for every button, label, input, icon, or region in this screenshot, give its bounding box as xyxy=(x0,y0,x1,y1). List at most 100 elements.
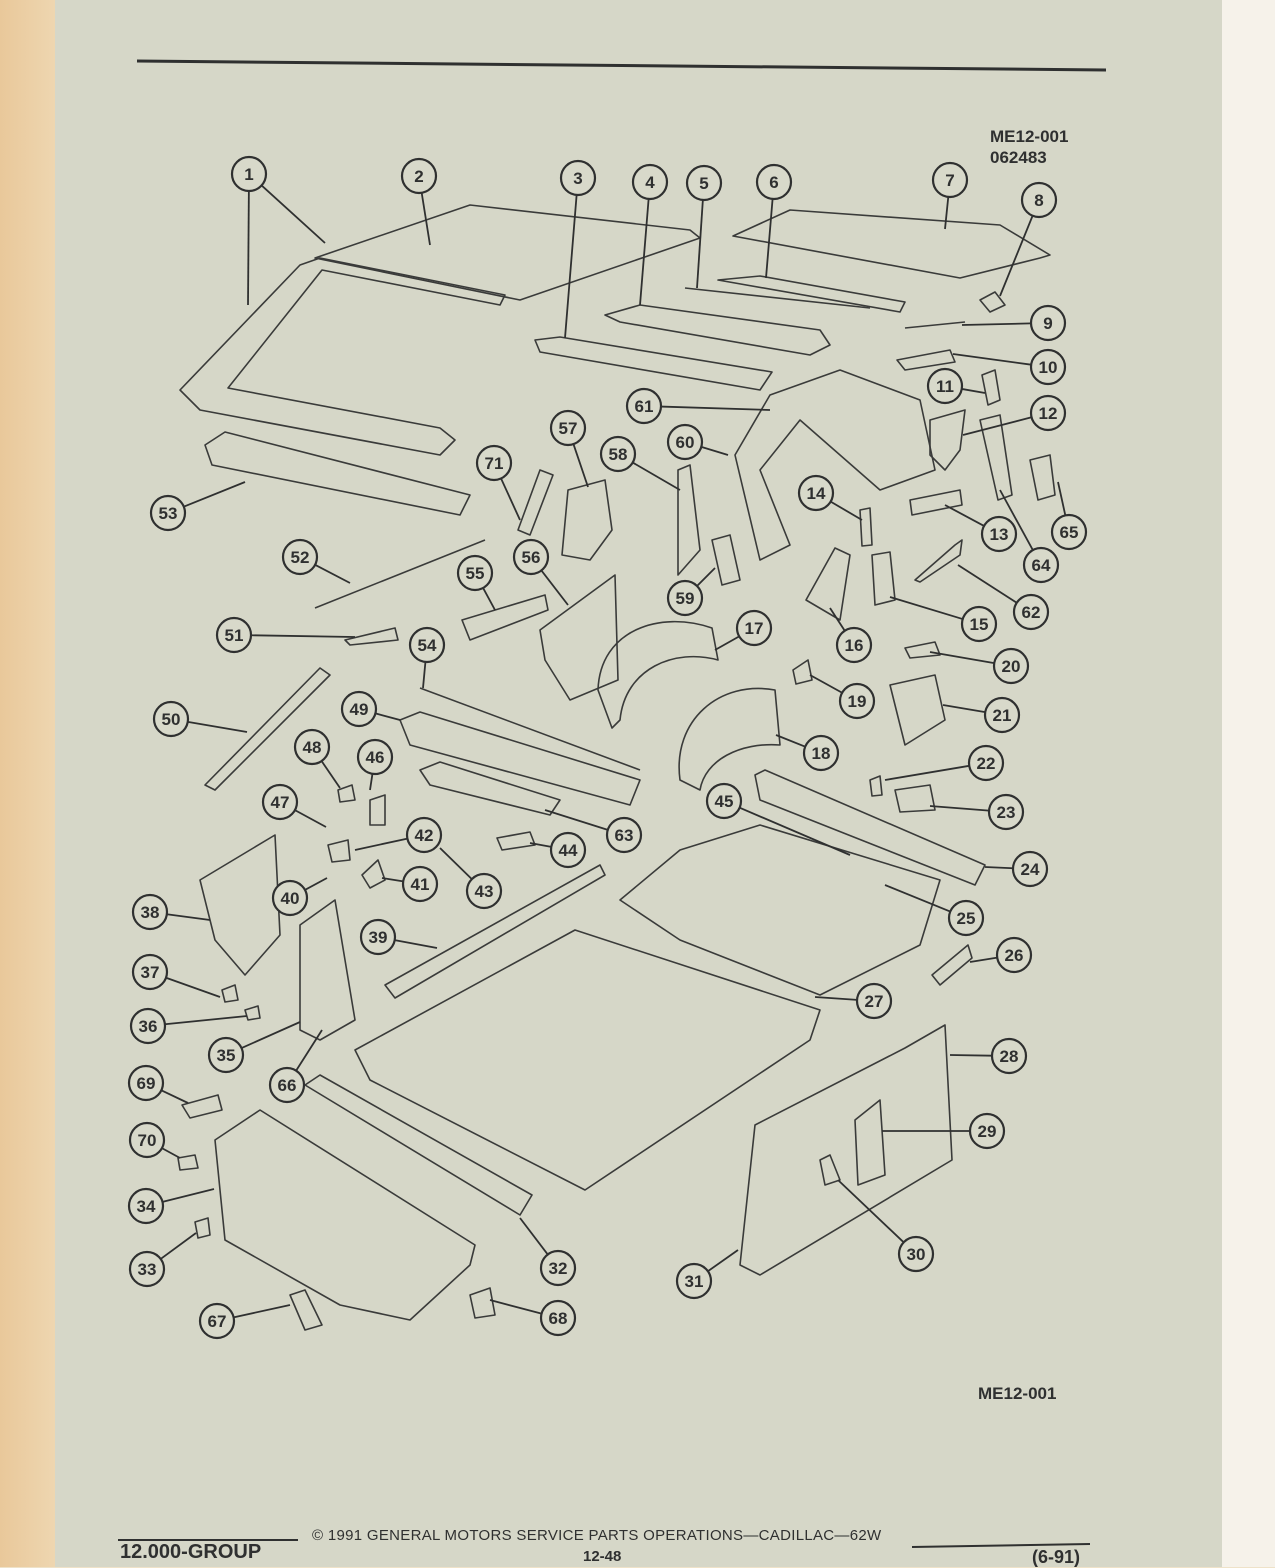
part-bracket-65 xyxy=(1029,454,1056,501)
callout-66: 66 xyxy=(268,1066,306,1104)
part-dash-panel xyxy=(214,1109,476,1321)
leader-line-67 xyxy=(233,1304,291,1319)
callout-number: 26 xyxy=(1005,946,1024,965)
leader-line-71 xyxy=(500,478,521,521)
callout-number: 7 xyxy=(945,171,954,190)
callout-circle xyxy=(1050,513,1088,551)
callout-circle xyxy=(131,893,169,931)
part-clip-33 xyxy=(194,1217,211,1239)
leader-line-10 xyxy=(952,353,1032,366)
leader-line-38 xyxy=(166,913,211,921)
callout-54: 54 xyxy=(408,626,446,664)
callout-16: 16 xyxy=(835,626,873,664)
callout-circle xyxy=(401,865,439,903)
callout-45: 45 xyxy=(705,782,743,820)
leader-line-22 xyxy=(884,764,970,781)
callout-12: 12 xyxy=(1029,394,1067,432)
callout-32: 32 xyxy=(539,1249,577,1287)
callout-number: 35 xyxy=(217,1046,236,1065)
callout-circle xyxy=(215,616,253,654)
part-moulding-6 xyxy=(717,275,906,313)
callout-18: 18 xyxy=(802,734,840,772)
callout-circle xyxy=(685,164,723,202)
leader-line-42 xyxy=(354,837,408,851)
callout-circle xyxy=(855,982,893,1020)
callout-number: 14 xyxy=(807,484,826,503)
callout-71: 71 xyxy=(475,444,513,482)
callout-number: 31 xyxy=(685,1272,704,1291)
callout-number: 53 xyxy=(159,504,178,523)
callout-circle xyxy=(983,696,1021,734)
leader-line-37 xyxy=(165,976,221,998)
callout-number: 24 xyxy=(1021,860,1040,879)
part-bracket-70 xyxy=(177,1154,199,1171)
callout-circle xyxy=(400,157,438,195)
leader-line-47 xyxy=(294,809,327,828)
leader-line-62 xyxy=(957,564,1018,604)
footer-revision: (6-91) xyxy=(1032,1547,1081,1567)
leader-line-44 xyxy=(529,842,552,848)
leader-line-28 xyxy=(949,1054,993,1057)
callout-number: 20 xyxy=(1002,657,1021,676)
leader-line-55 xyxy=(482,587,496,611)
callout-circle xyxy=(992,647,1030,685)
callout-8: 8 xyxy=(1020,181,1058,219)
callout-number: 62 xyxy=(1022,603,1041,622)
callout-number: 19 xyxy=(848,692,867,711)
leader-line-25 xyxy=(884,884,951,913)
leader-line-60 xyxy=(701,446,729,456)
callout-circle xyxy=(599,435,637,473)
callout-circle xyxy=(735,609,773,647)
callout-circle xyxy=(549,831,587,869)
callout-number: 59 xyxy=(676,589,695,608)
callout-6: 6 xyxy=(755,163,793,201)
leader-line-58 xyxy=(632,461,681,491)
leader-line-41 xyxy=(381,877,404,883)
part-clip-44 xyxy=(496,831,536,851)
leader-line-57 xyxy=(572,443,589,488)
callout-63: 63 xyxy=(605,816,643,854)
part-bracket-41 xyxy=(361,859,386,889)
leader-line-1 xyxy=(247,190,250,306)
callout-circle xyxy=(549,409,587,447)
callout-number: 64 xyxy=(1032,556,1051,575)
part-pillar-56 xyxy=(539,574,619,701)
callout-38: 38 xyxy=(131,893,169,931)
part-bracket-13 xyxy=(909,489,963,516)
leader-line-34 xyxy=(162,1188,215,1203)
leader-line-63 xyxy=(544,809,609,831)
callout-number: 41 xyxy=(411,875,430,894)
leader-line-17 xyxy=(714,635,740,651)
callout-35: 35 xyxy=(207,1036,245,1074)
part-bracket-20 xyxy=(904,641,941,659)
page-left-margin xyxy=(0,0,55,1567)
callout-number: 46 xyxy=(366,748,385,767)
leader-line-33 xyxy=(160,1232,197,1260)
callout-circle xyxy=(705,782,743,820)
callout-number: 70 xyxy=(138,1131,157,1150)
leader-line-13 xyxy=(944,504,985,527)
leader-line-69 xyxy=(160,1089,189,1104)
part-floor-rear xyxy=(619,824,941,996)
callout-number: 18 xyxy=(812,744,831,763)
part-roof-panel xyxy=(314,204,701,301)
leader-line-20 xyxy=(929,651,995,664)
part-bracket-64 xyxy=(979,414,1013,501)
page-right-margin xyxy=(1222,0,1275,1567)
callout-circle xyxy=(631,163,669,201)
part-bracket-22 xyxy=(869,775,883,797)
leader-line-50 xyxy=(187,720,248,733)
callout-circle xyxy=(931,161,969,199)
part-rocker-39 xyxy=(384,864,606,999)
part-pillar-57 xyxy=(561,479,613,561)
callout-29: 29 xyxy=(968,1112,1006,1150)
callout-number: 9 xyxy=(1043,314,1052,333)
callout-52: 52 xyxy=(281,538,319,576)
leader-line-4 xyxy=(639,198,650,306)
leader-line-56 xyxy=(540,569,569,606)
callout-circle xyxy=(475,444,513,482)
callout-number: 43 xyxy=(475,882,494,901)
callout-circle xyxy=(152,700,190,738)
callout-circle xyxy=(995,936,1033,974)
